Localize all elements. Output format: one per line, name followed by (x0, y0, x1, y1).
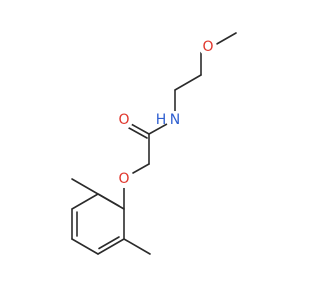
bond-ring-methyl-right (123, 238, 151, 255)
atom-label-layer: O N H O O (115, 38, 217, 188)
amide-hydrogen-label: H (156, 112, 167, 128)
carbonyl-oxygen-bg (115, 111, 133, 129)
molecule-structure: O N H O O (71, 32, 237, 255)
ring-bond-2 (71, 193, 99, 210)
methoxy-oxygen-atom: O (199, 38, 217, 56)
ether-oxygen-bg (115, 170, 133, 188)
carbonyl-oxygen-label: O (118, 112, 129, 128)
bond-carbonyl-double-a (130, 123, 150, 135)
bond-layer (71, 32, 237, 255)
ether-oxygen-atom: O (115, 170, 133, 188)
carbonyl-oxygen-atom: O (115, 111, 133, 129)
bond-methoxy-methyl (214, 32, 237, 46)
ring-bond-5 (97, 238, 125, 255)
ring-bond-1-inner (98, 193, 120, 207)
bond-ch2-ether (132, 163, 150, 174)
bond-carbonyl-double-b (128, 127, 148, 139)
methoxy-oxygen-label: O (202, 39, 213, 55)
amide-nitrogen-label: N (170, 112, 180, 128)
ring-bond-5-inner (98, 236, 120, 250)
bond-ring-methyl-top (71, 178, 99, 195)
bond-ethylene (174, 74, 202, 91)
amide-nitrogen-bg (166, 111, 184, 129)
bond-nitrogen-carbonyl (148, 123, 168, 135)
methoxy-oxygen-bg (199, 38, 217, 56)
ether-oxygen-label: O (118, 171, 129, 187)
ring-bond-4 (71, 238, 99, 255)
amide-nitrogen-atom: N H (156, 111, 184, 129)
